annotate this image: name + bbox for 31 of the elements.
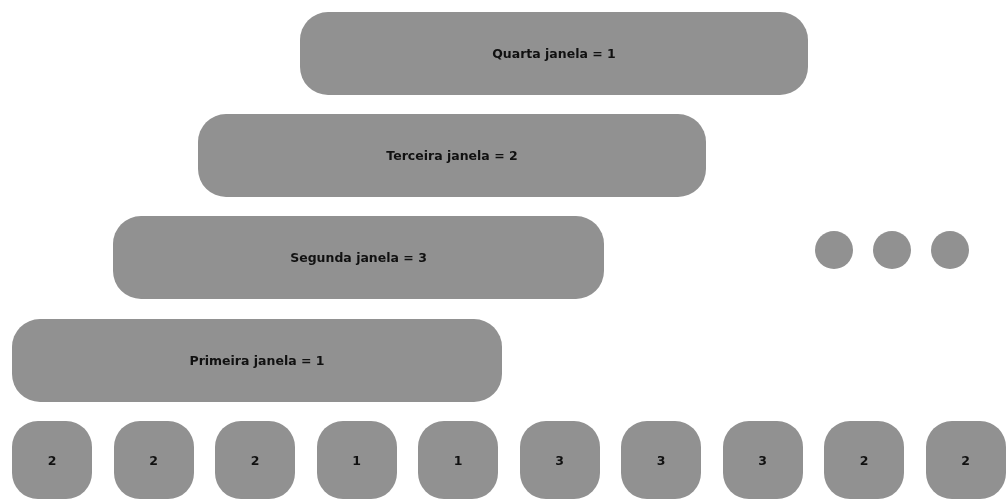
window-bar bbox=[113, 216, 604, 299]
value-tile bbox=[824, 421, 904, 499]
value-tile bbox=[215, 421, 295, 499]
value-tile bbox=[621, 421, 701, 499]
label: Quarta janela = 1 bbox=[492, 46, 616, 61]
label: 1 bbox=[352, 452, 361, 468]
value-tile bbox=[12, 421, 92, 499]
label: 2 bbox=[859, 452, 869, 468]
ellipsis-dot bbox=[931, 231, 969, 269]
label: 2 bbox=[961, 452, 970, 468]
window-bar bbox=[12, 319, 502, 402]
value-tile bbox=[316, 421, 397, 499]
value-tile bbox=[418, 421, 498, 499]
label: 1 bbox=[453, 452, 463, 468]
value-tile bbox=[722, 421, 803, 499]
label: 2 bbox=[149, 452, 158, 468]
label: 3 bbox=[656, 452, 666, 468]
label: 3 bbox=[555, 452, 564, 468]
value-tile bbox=[925, 421, 1006, 499]
ellipsis-dot bbox=[873, 231, 911, 269]
label: Segunda janela = 3 bbox=[290, 250, 427, 265]
window-bar bbox=[198, 114, 706, 197]
value-tile bbox=[113, 421, 194, 499]
label: Primeira janela = 1 bbox=[189, 353, 325, 368]
label: 3 bbox=[758, 452, 767, 468]
label: 2 bbox=[250, 452, 260, 468]
window-bar bbox=[300, 12, 808, 95]
label: Terceira janela = 2 bbox=[386, 148, 518, 163]
label: 2 bbox=[47, 452, 57, 468]
ellipsis-dot bbox=[815, 231, 853, 269]
value-tile bbox=[519, 421, 600, 499]
